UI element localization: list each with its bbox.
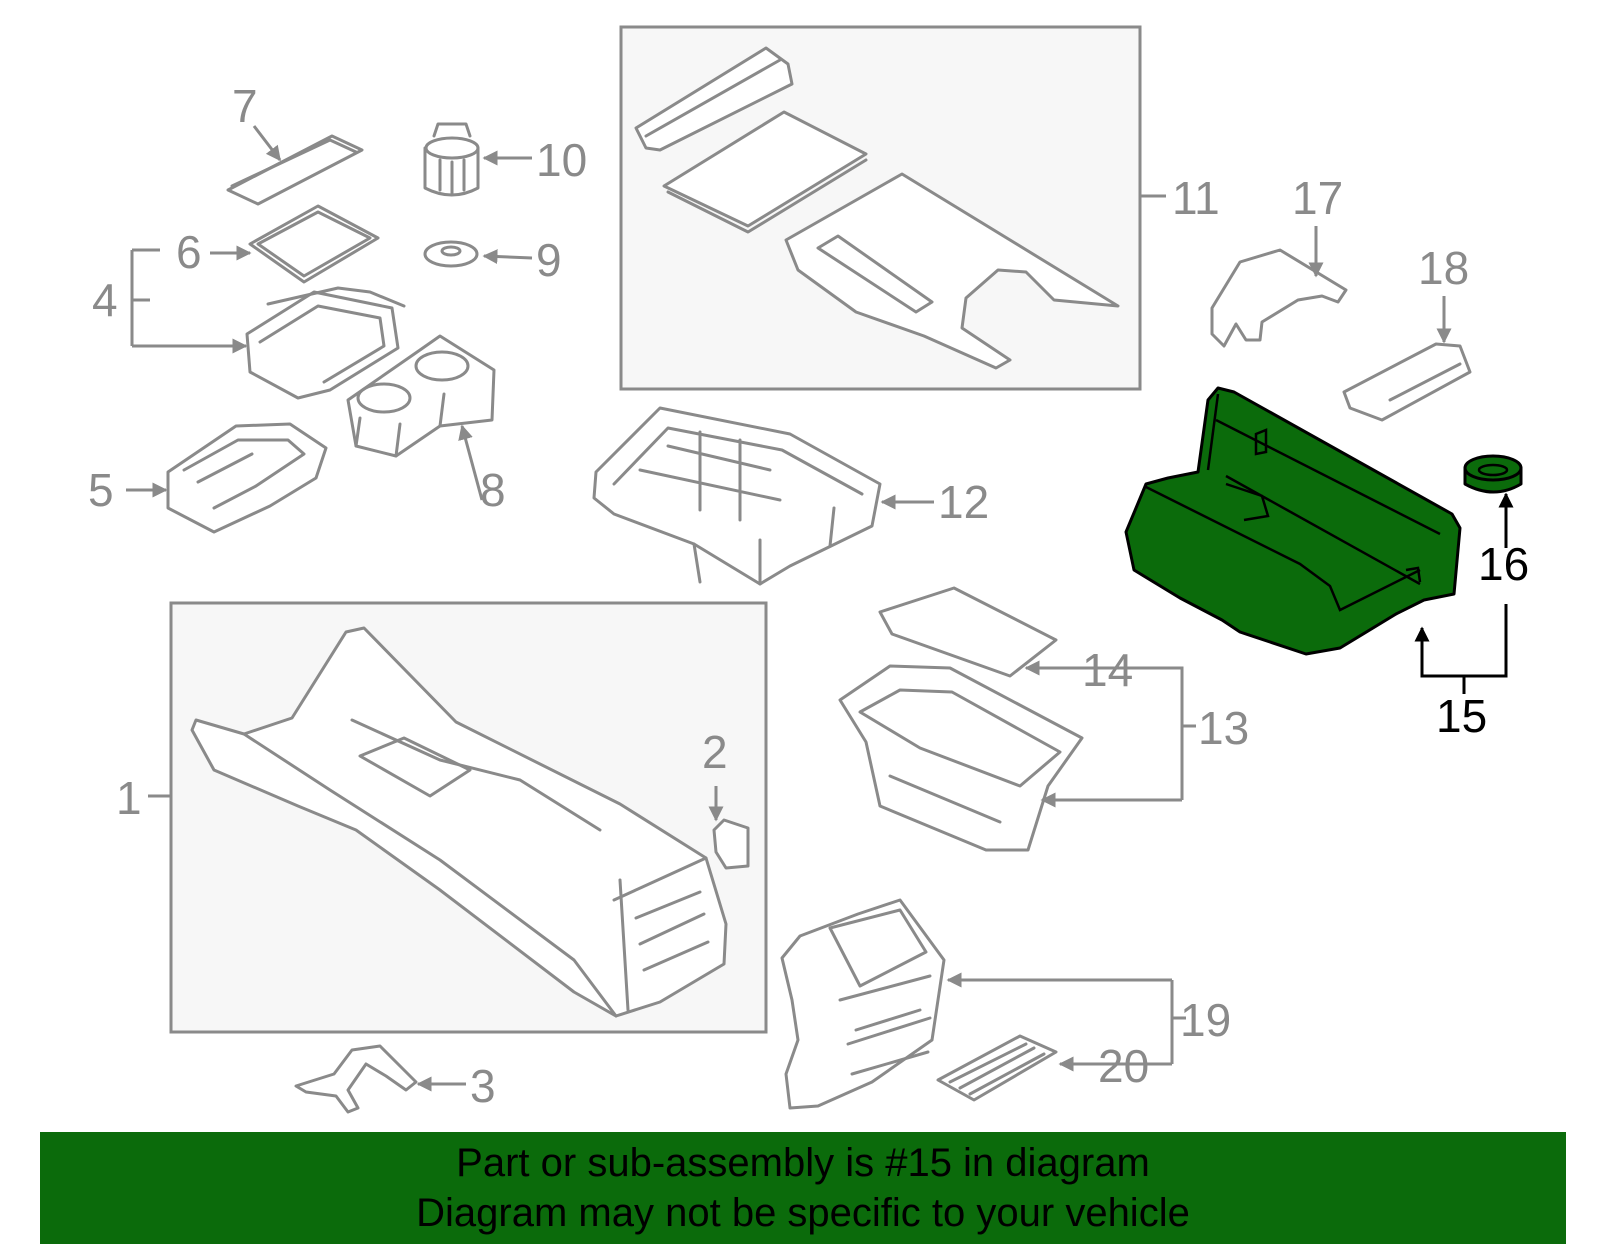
callout-9: 9	[536, 234, 562, 286]
part-5-tray[interactable]	[166, 422, 328, 534]
part-18-trim[interactable]	[1342, 342, 1472, 422]
callout-2: 2	[702, 726, 728, 778]
banner-line-1: Part or sub-assembly is #15 in diagram	[456, 1141, 1150, 1185]
callout-7: 7	[232, 80, 258, 132]
leader-lines-highlighted	[1414, 492, 1514, 694]
callout-16: 16	[1478, 538, 1529, 590]
callout-14: 14	[1082, 644, 1133, 696]
callout-13: 13	[1198, 702, 1249, 754]
callout-19: 19	[1180, 994, 1231, 1046]
part-12-frame[interactable]	[592, 406, 882, 586]
callout-4: 4	[92, 274, 118, 326]
callout-8: 8	[480, 464, 506, 516]
part-3-bracket[interactable]	[294, 1044, 418, 1114]
callout-12: 12	[938, 476, 989, 528]
callout-6: 6	[176, 226, 202, 278]
part-8-cup-holder[interactable]	[346, 334, 496, 458]
part-7-mat[interactable]	[226, 134, 364, 206]
part-9-ring[interactable]	[423, 240, 479, 268]
callout-5: 5	[88, 464, 114, 516]
callout-10: 10	[536, 134, 587, 186]
banner-line-2: Diagram may not be specific to your vehi…	[416, 1191, 1190, 1235]
callout-17: 17	[1292, 172, 1343, 224]
callout-1: 1	[116, 772, 142, 824]
callout-20: 20	[1098, 1040, 1149, 1092]
part-1-console[interactable]	[190, 626, 728, 1018]
callout-18: 18	[1418, 242, 1469, 294]
part-13-bin[interactable]	[838, 664, 1084, 852]
part-16-ring[interactable]	[1463, 454, 1523, 494]
part-15-assembly-highlighted[interactable]	[1124, 386, 1462, 656]
part-14-mat[interactable]	[878, 586, 1058, 678]
info-banner: Part or sub-assembly is #15 in diagram D…	[40, 1132, 1566, 1244]
callout-11: 11	[1172, 172, 1220, 224]
callout-3: 3	[470, 1060, 496, 1112]
part-10-cap[interactable]	[423, 122, 480, 197]
part-20-grille[interactable]	[936, 1034, 1058, 1102]
part-6-liner[interactable]	[248, 204, 380, 284]
part-4-tray[interactable]	[245, 286, 406, 400]
part-11-trim-set[interactable]	[634, 46, 1120, 370]
part-2-clip[interactable]	[712, 818, 750, 870]
leader-lines	[126, 125, 1452, 1092]
part-17-trim[interactable]	[1210, 248, 1348, 348]
part-19-panel[interactable]	[780, 898, 946, 1110]
callout-15: 15	[1436, 690, 1487, 742]
